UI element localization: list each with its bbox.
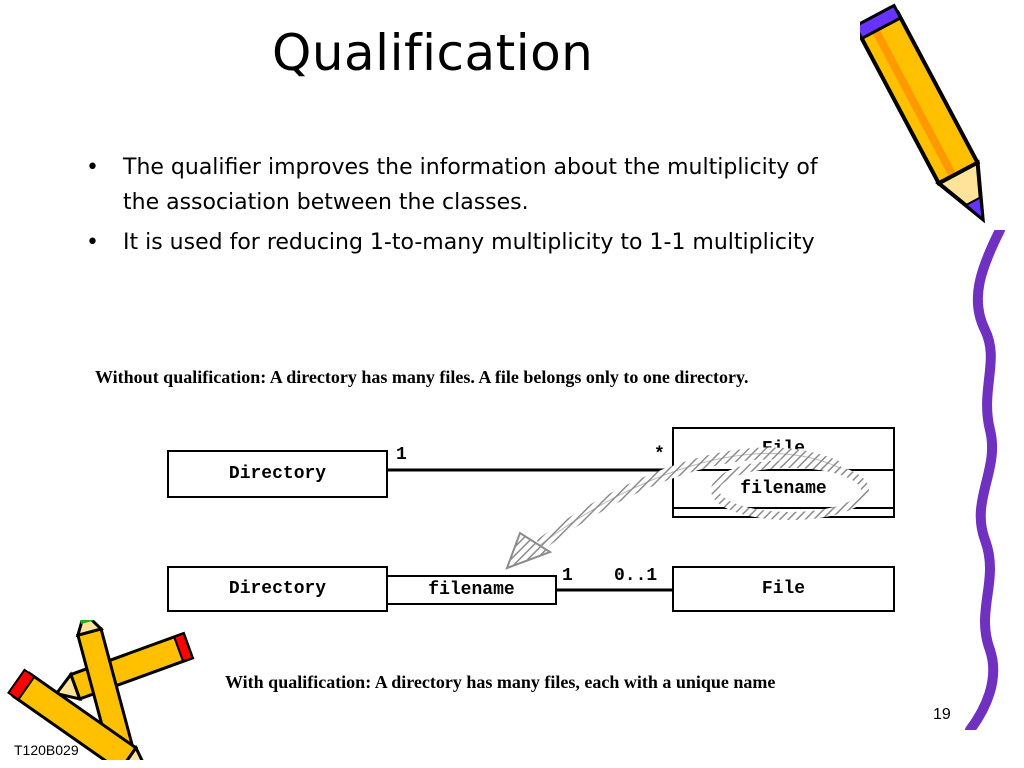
- class-box-file-bottom: File: [672, 566, 895, 612]
- class-name: Directory: [228, 579, 327, 599]
- pencil-icon: [860, 3, 985, 224]
- squiggle-border: [965, 230, 1005, 730]
- qualifier-box: filename: [386, 575, 557, 605]
- multiplicity-left-top: 1: [396, 445, 407, 465]
- class-box-directory-bottom: Directory: [167, 566, 388, 612]
- bullet-marker: •: [86, 155, 99, 180]
- caption-without-qualification: Without qualification: A directory has m…: [95, 367, 749, 387]
- multiplicity-right-bottom: 0..1: [614, 566, 658, 586]
- caption-with-qualification: With qualification: A directory has many…: [225, 672, 776, 692]
- multiplicity-right-top: *: [654, 445, 665, 465]
- multiplicity-left-bottom: 1: [562, 566, 573, 586]
- class-box-directory-top: Directory: [167, 450, 388, 498]
- attribute-name: filename: [740, 479, 827, 499]
- bullet-marker: •: [86, 230, 99, 255]
- footer-code: T120B029: [14, 742, 79, 758]
- qualifier-name: filename: [428, 580, 515, 600]
- attribute-compartment: filename: [674, 471, 893, 509]
- class-name: File: [761, 579, 806, 599]
- bullet-text: The qualifier improves the information a…: [123, 155, 818, 215]
- class-name: Directory: [228, 464, 327, 484]
- page-title: Qualification: [272, 24, 594, 82]
- crayons-icon: [7, 620, 195, 760]
- bullet-text: It is used for reducing 1-to-many multip…: [123, 230, 815, 255]
- slide-number: 19: [933, 706, 951, 723]
